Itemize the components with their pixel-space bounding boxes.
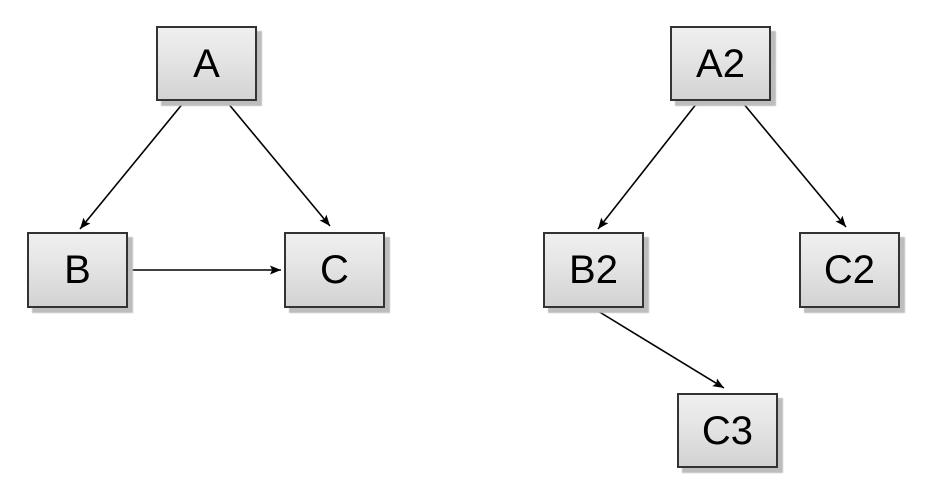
node-C-label: C <box>320 248 349 292</box>
node-A[interactable]: A <box>156 26 257 101</box>
node-C2-label: C2 <box>823 248 876 292</box>
edge-B2-C3 <box>592 307 725 389</box>
edge-A2-C2 <box>742 102 847 228</box>
node-C3[interactable]: C3 <box>677 393 778 468</box>
node-A-label: A <box>193 41 220 86</box>
node-B2[interactable]: B2 <box>543 232 644 308</box>
edge-A2-B2 <box>597 102 698 230</box>
node-A2-label: A2 <box>696 41 745 86</box>
edge-A-C <box>226 101 331 227</box>
node-B-label: B <box>64 248 91 292</box>
node-B2-label: B2 <box>569 248 618 292</box>
node-C[interactable]: C <box>284 232 385 308</box>
node-C3-label: C3 <box>701 408 754 453</box>
edge-A-B <box>79 101 185 230</box>
node-C2[interactable]: C2 <box>799 232 900 308</box>
node-B[interactable]: B <box>27 232 128 308</box>
node-A2[interactable]: A2 <box>670 26 771 101</box>
